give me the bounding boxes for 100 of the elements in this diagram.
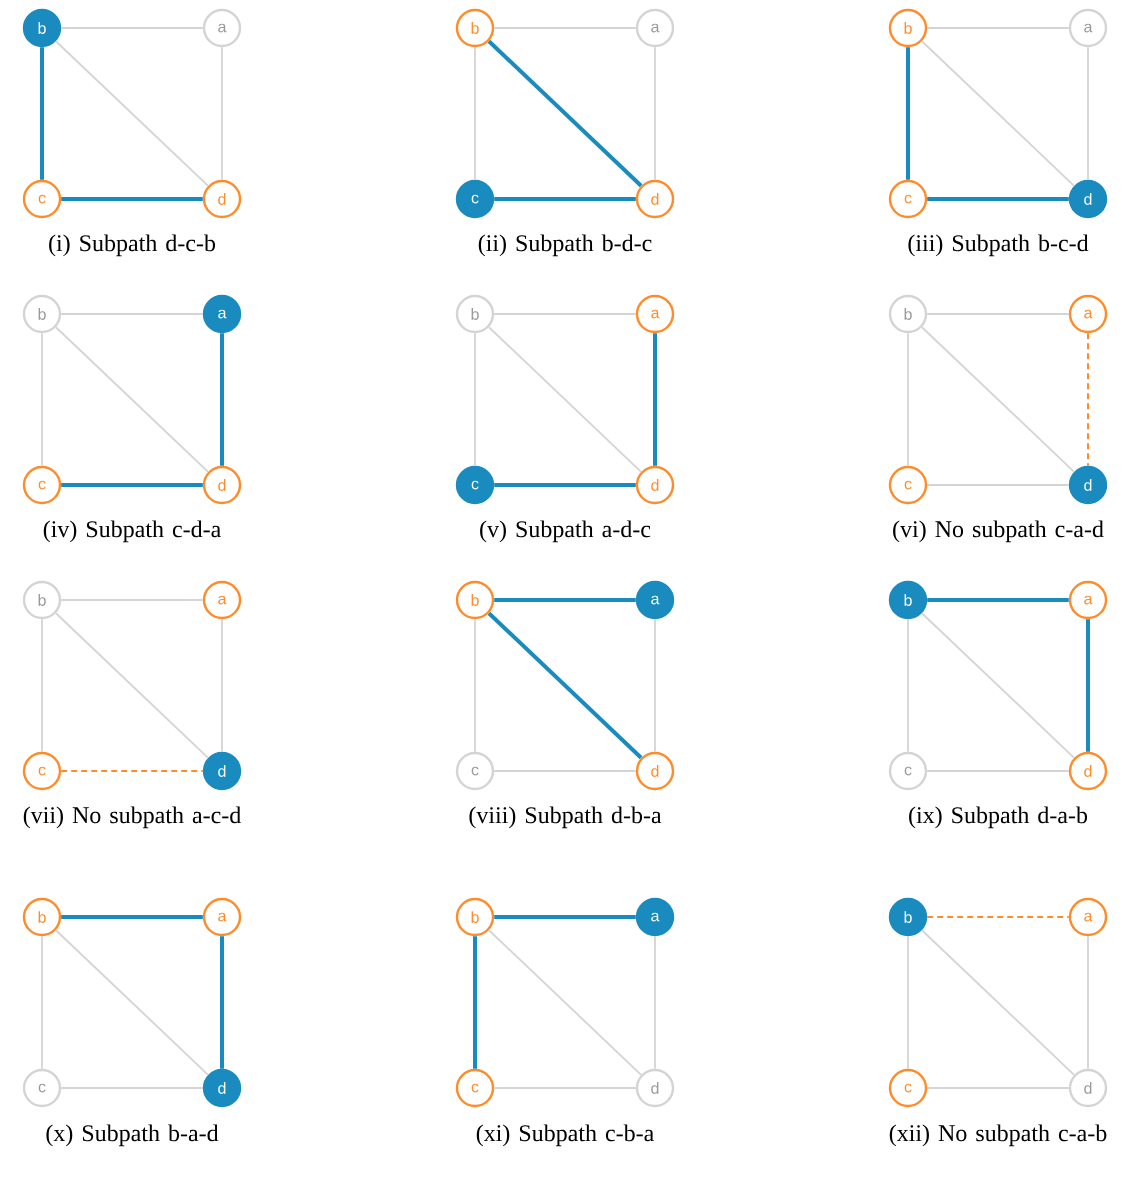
- graph-edge: [220, 936, 224, 1069]
- graph-edge: [654, 46, 656, 181]
- graph-node: c: [888, 1068, 928, 1108]
- graph-edge: [60, 27, 204, 29]
- graph-edge: [493, 770, 637, 772]
- graph-edge: [493, 1087, 637, 1089]
- graph-edge: [55, 40, 209, 187]
- graph-node: c: [22, 751, 62, 791]
- graph-edge: [55, 929, 209, 1076]
- graph-edge: [41, 332, 43, 467]
- graph-edge: [474, 46, 476, 181]
- graph-node: d: [1068, 751, 1108, 791]
- subfigure-caption: (vi) No subpath c-a-d: [893, 520, 1104, 543]
- graph-node: b: [455, 897, 495, 937]
- subfigure-caption: (xi) Subpath c-b-a: [476, 1124, 654, 1147]
- graph-edge: [927, 598, 1069, 602]
- graph-edge: [654, 618, 656, 753]
- graph-edge: [488, 326, 642, 473]
- graph-edge: [921, 612, 1075, 759]
- graph-edge: [494, 197, 636, 201]
- subfigure-caption: (ix) Subpath d-a-b: [909, 806, 1088, 829]
- graph-edge: [488, 929, 642, 1076]
- graph-edge: [487, 39, 643, 188]
- subfigure-caption: (vii) No subpath a-c-d: [23, 806, 241, 829]
- graph-node: a: [635, 897, 675, 937]
- graph-node: c: [888, 465, 928, 505]
- graph-edge: [927, 197, 1069, 201]
- graph-edge: [906, 47, 910, 180]
- graph-edge: [220, 333, 224, 466]
- graph-node: b: [888, 294, 928, 334]
- graph-edge: [60, 770, 204, 772]
- subfigure-caption: (iv) Subpath c-d-a: [43, 520, 221, 543]
- graph-node: b: [22, 8, 62, 48]
- graph-edge: [926, 313, 1070, 315]
- graph-node: b: [888, 580, 928, 620]
- graph-node: a: [635, 294, 675, 334]
- graph-edge: [221, 46, 223, 181]
- graph-node: a: [1068, 580, 1108, 620]
- graph-node: d: [635, 179, 675, 219]
- graph-node: c: [455, 751, 495, 791]
- graph-edge: [493, 313, 637, 315]
- subfigure-caption: (x) Subpath b-a-d: [46, 1124, 219, 1147]
- graph-node: d: [1068, 179, 1108, 219]
- graph-edge: [41, 935, 43, 1070]
- graph-node: c: [888, 179, 928, 219]
- graph-edge: [494, 598, 636, 602]
- graph-node: d: [635, 1068, 675, 1108]
- graph-node: d: [202, 751, 242, 791]
- graph-edge: [926, 27, 1070, 29]
- graph-node: a: [635, 8, 675, 48]
- subfigure-caption: (v) Subpath a-d-c: [480, 520, 651, 543]
- graph-node: b: [22, 897, 62, 937]
- graph-edge: [55, 612, 209, 759]
- subfigure-caption: (i) Subpath d-c-b: [49, 234, 216, 257]
- graph-edge: [926, 916, 1070, 918]
- graph-node: a: [202, 580, 242, 620]
- graph-edge: [1087, 46, 1089, 181]
- graph-edge: [61, 483, 203, 487]
- graph-edge: [907, 618, 909, 753]
- graph-node: a: [635, 580, 675, 620]
- graph-edge: [907, 935, 909, 1070]
- subfigure-caption: (iii) Subpath b-c-d: [908, 234, 1089, 257]
- graph-node: c: [455, 1068, 495, 1108]
- graph-node: a: [202, 897, 242, 937]
- graph-edge: [61, 197, 203, 201]
- graph-edge: [654, 935, 656, 1070]
- graph-node: d: [202, 1068, 242, 1108]
- graph-node: b: [455, 294, 495, 334]
- graph-node: c: [22, 465, 62, 505]
- graph-edge: [61, 915, 203, 919]
- graph-edge: [926, 484, 1070, 486]
- graph-edge: [221, 618, 223, 753]
- graph-node: c: [22, 1068, 62, 1108]
- graph-edge: [926, 770, 1070, 772]
- graph-node: a: [202, 294, 242, 334]
- graph-node: a: [1068, 294, 1108, 334]
- graph-edge: [487, 611, 643, 760]
- graph-edge: [493, 27, 637, 29]
- graph-edge: [60, 1087, 204, 1089]
- graph-edge: [494, 483, 636, 487]
- graph-edge: [60, 599, 204, 601]
- graph-edge: [473, 936, 477, 1069]
- graph-edge: [1086, 619, 1090, 752]
- graph-node: d: [635, 465, 675, 505]
- graph-edge: [1087, 935, 1089, 1070]
- graph-node: a: [1068, 8, 1108, 48]
- graph-edge: [474, 332, 476, 467]
- graph-node: b: [22, 580, 62, 620]
- graph-node: c: [455, 465, 495, 505]
- graph-edge: [653, 333, 657, 466]
- graph-node: d: [202, 465, 242, 505]
- graph-node: c: [888, 751, 928, 791]
- graph-node: b: [888, 8, 928, 48]
- graph-node: d: [1068, 1068, 1108, 1108]
- graph-edge: [926, 1087, 1070, 1089]
- subfigure-caption: (xii) No subpath c-a-b: [889, 1124, 1107, 1147]
- graph-node: b: [888, 897, 928, 937]
- graph-edge: [907, 332, 909, 467]
- graph-node: c: [455, 179, 495, 219]
- subfigure-caption: (viii) Subpath d-b-a: [469, 806, 662, 829]
